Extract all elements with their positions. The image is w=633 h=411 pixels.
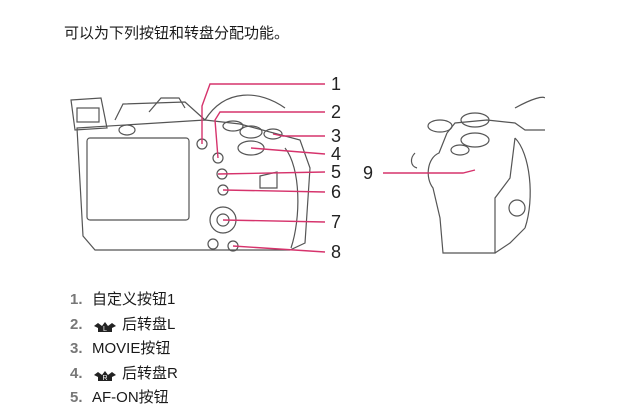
- callout-number: 3: [331, 126, 341, 146]
- rear-dial-l-icon: L: [92, 318, 118, 333]
- list-item-label: MOVIE按钮: [92, 340, 171, 357]
- camera-illustration: 1 2 3 4 5 6 7 8 9: [70, 74, 545, 262]
- list-item: 1. 自定义按钮1: [70, 288, 178, 313]
- callout-line-2: [214, 111, 325, 159]
- intro-text: 可以为下列按钮和转盘分配功能。: [64, 25, 290, 42]
- list-item-number: 5.: [70, 389, 83, 406]
- callout-lines: [201, 83, 476, 253]
- callout-line-6: [222, 189, 326, 193]
- callout-line-5: [217, 171, 326, 175]
- list-item-number: 3.: [70, 340, 83, 357]
- callout-number: 8: [331, 242, 341, 262]
- callout-line-1: [201, 83, 325, 144]
- callout-number: 4: [331, 144, 341, 164]
- callout-numbers: 1 2 3 4 5 6 7 8 9: [331, 74, 373, 262]
- list-item-number: 1.: [70, 291, 83, 308]
- camera-back-drawing: [70, 94, 311, 252]
- list-item: 4. R 后转盘R: [70, 362, 178, 387]
- list-item-label: 后转盘R: [122, 364, 178, 382]
- callout-line-8: [232, 245, 326, 253]
- list-item-label: 后转盘L: [122, 315, 176, 333]
- assignable-controls-list: 1. 自定义按钮1 2. L 后转盘L 3. MOVIE按钮 4. R 后转盘R…: [70, 288, 178, 411]
- callout-number: 6: [331, 182, 341, 202]
- list-item-number: 2.: [70, 315, 83, 333]
- callout-line-3: [272, 133, 325, 137]
- callout-line-9: [383, 169, 476, 174]
- callout-number: 5: [331, 162, 341, 182]
- list-item-label: 自定义按钮1: [92, 291, 176, 308]
- rear-dial-r-icon: R: [92, 367, 118, 382]
- callout-number: 9: [363, 163, 373, 183]
- list-item: 5. AF-ON按钮: [70, 386, 178, 411]
- list-item-label: AF-ON按钮: [92, 389, 169, 406]
- camera-front-drawing: [410, 96, 545, 254]
- list-item: 2. L 后转盘L: [70, 313, 178, 338]
- callout-line-4: [250, 147, 326, 155]
- callout-line-7: [222, 219, 326, 223]
- list-item-number: 4.: [70, 364, 83, 382]
- callout-number: 7: [331, 212, 341, 232]
- svg-text:L: L: [103, 326, 107, 333]
- callout-number: 2: [331, 102, 341, 122]
- list-item: 3. MOVIE按钮: [70, 337, 178, 362]
- svg-text:R: R: [102, 375, 107, 382]
- callout-number: 1: [331, 74, 341, 94]
- camera-diagram: 1 2 3 4 5 6 7 8 9: [55, 68, 545, 268]
